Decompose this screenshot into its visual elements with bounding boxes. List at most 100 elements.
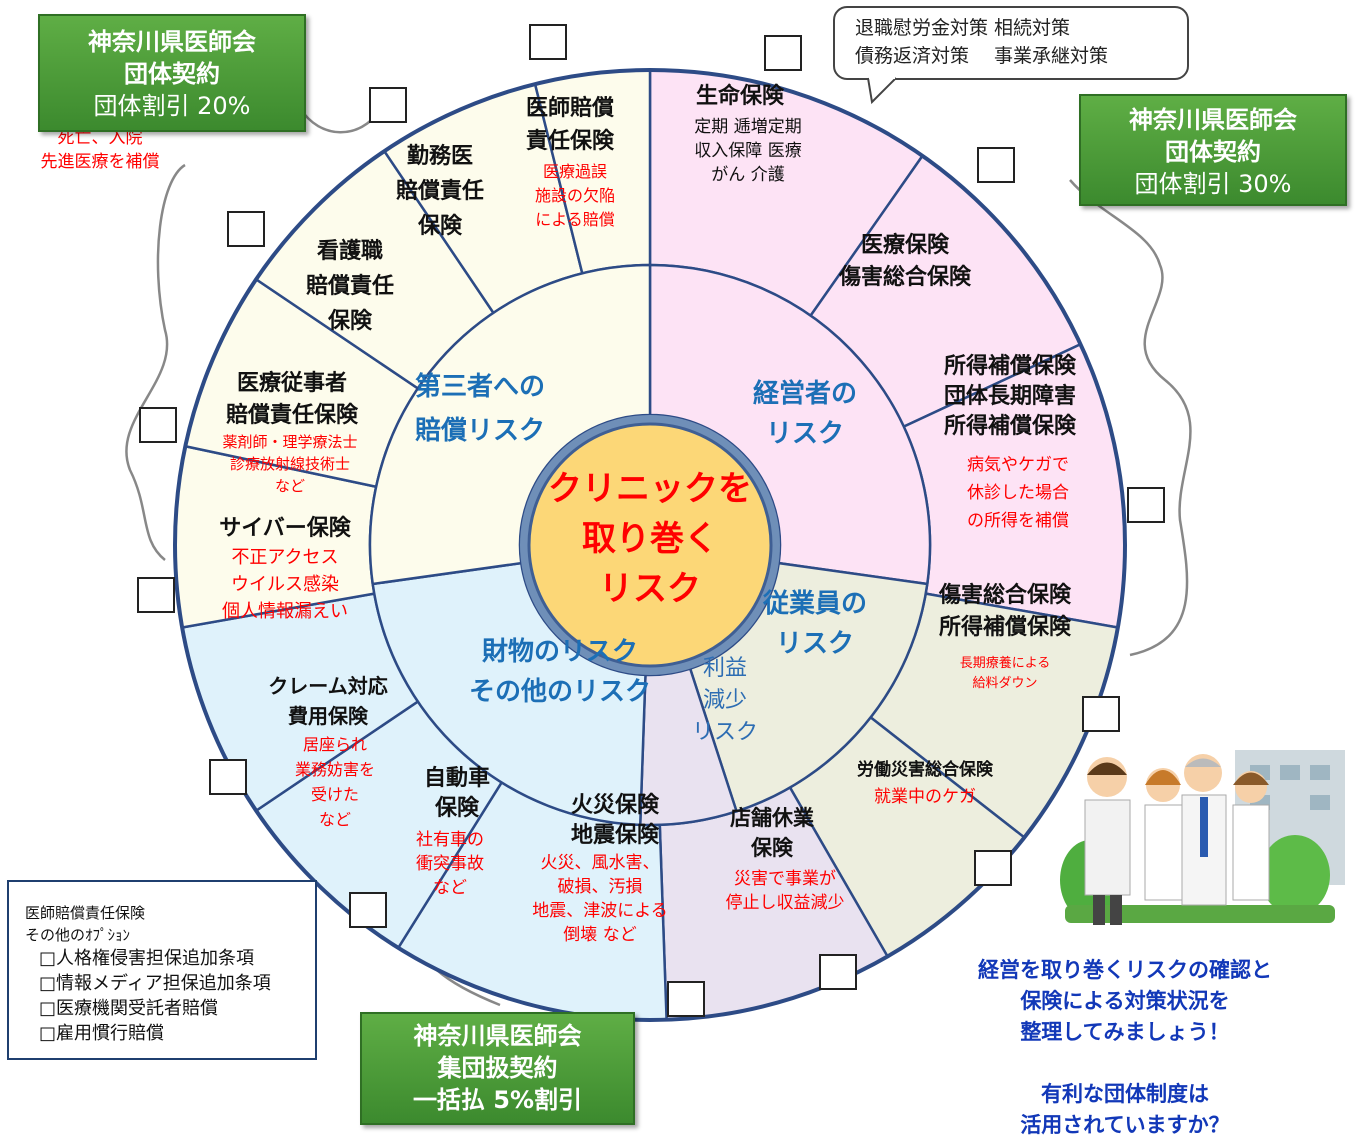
segment-detail-income: 病気やケガで [967,455,1069,475]
group-box-discount: 団体割引 30% [1134,170,1292,198]
segment-title-nurse: 保険 [327,309,373,334]
segment-title-income: 所得補償保険 [944,413,1077,439]
group-contract-box-top-right: 神奈川県医師会 団体契約 団体割引 30% [1079,94,1347,206]
segment-title-income: 所得補償保険 [944,353,1077,379]
segment-title-injury: 傷害総合保険 [938,582,1072,608]
checkbox-14[interactable] [667,981,705,1017]
segment-labels: クリニックを取り巻くリスク第三者への賠償リスク経営者のリスク従業員のリスク財物の… [41,83,1077,945]
segment-title-auto: 自動車 [424,765,490,791]
center-label: 取り巻く [582,519,718,559]
checkbox-7[interactable] [139,407,177,443]
segment-title-resident: 勤務医 [407,143,473,169]
options-box: 医師賠償責任保険 その他のｵﾌﾟｼｮﾝ □人格権侵害担保追加条項 □情報メディア… [7,880,317,1060]
group-box-line: 神奈川県医師会 [88,28,256,56]
option-item: □情報メディア担保追加条項 [39,973,271,994]
checkbox-13[interactable] [819,954,857,990]
center-label: リスク [599,569,701,609]
segment-title-fire: 火災保険 [571,793,660,818]
segment-detail-injury: 給料ダウン [972,676,1037,691]
segment-detail-fire: 破損、汚損 [558,877,643,897]
options-header: その他のｵﾌﾟｼｮﾝ [25,926,131,944]
succession-callout: 退職慰労金対策 相続対策 債務返済対策 事業承継対策 [833,6,1189,80]
callout-tail [867,76,897,105]
ring-label-third-party: 賠償リスク [415,416,545,446]
checkbox-9[interactable] [1082,696,1120,732]
checkboxes [137,24,1165,1017]
checkbox-1[interactable] [529,24,567,60]
segment-title-doctor: 医師賠償 [526,95,614,121]
segment-title-nurse: 看護職 [317,238,383,264]
segment-detail-income: の所得を補償 [967,511,1069,531]
segment-detail-life: 先進医療を補償 [41,152,160,172]
segment-title-medical: 傷害総合保険 [838,264,972,290]
checkbox-3[interactable] [369,87,407,123]
segment-title-closure: 保険 [750,836,794,860]
checkbox-5[interactable] [227,211,265,247]
center-label: クリニックを [548,469,752,509]
segment-detail-auto: 社有車の [416,830,484,850]
ring-label-employee: リスク [776,629,854,659]
checkbox-12[interactable] [349,892,387,928]
center-circle [527,422,773,668]
group-box-line: 集団扱契約 [437,1054,558,1082]
segment-title-auto: 保険 [434,796,480,821]
segment-title-resident: 賠償責任 [396,178,484,204]
segment-title-resident: 保険 [417,214,463,239]
segment-detail-closure: 停止し収益減少 [726,893,845,913]
group-box-line: 神奈川県医師会 [413,1022,582,1050]
risk-wheel [173,68,1127,1022]
segment-title-injury: 所得補償保険 [939,614,1072,640]
segment-detail-claim: など [319,810,351,829]
checkbox-8[interactable] [137,577,175,613]
group-box-discount: 一括払 5%割引 [412,1086,583,1114]
segment-detail-fire: 火災、風水害、 [541,853,660,873]
segment-title-doctor: 責任保険 [526,128,615,154]
segment-detail-doctor: 医療過誤 [543,162,607,181]
callout-line: 債務返済対策 事業承継対策 [855,45,1109,67]
ring-label-property: その他のリスク [469,677,651,707]
option-item: □医療機関受託者賠償 [39,998,219,1019]
checkbox-11[interactable] [974,850,1012,886]
segment-body-life: がん 介護 [711,165,784,185]
segment-body-life: 収入保障 医療 [694,141,801,161]
ring-label-management: 経営者の [753,378,857,409]
segment-title-life: 生命保険 [696,83,785,109]
group-box-line: 団体契約 [1165,138,1261,166]
segment-detail-life: 死亡、入院 [58,128,143,148]
ring-label-management: リスク [766,419,844,449]
group-box-line: 神奈川県医師会 [1129,106,1297,134]
segment-title-staff: 医療従事者 [237,370,347,396]
ring-label-profit: 減少 [703,688,747,713]
group-contract-box-bottom: 神奈川県医師会 集団扱契約 一括払 5%割引 [360,1012,635,1125]
segment-detail-fire: 倒壊 など [563,925,636,945]
checkbox-2[interactable] [764,35,802,71]
ring-label-employee: 従業員の [762,589,867,619]
checkbox-6[interactable] [1127,487,1165,523]
segment-title-claim: 費用保険 [288,704,369,728]
closing-line: 活用されていますか？ [1020,1113,1230,1137]
segment-title-medical: 医療保険 [861,232,950,258]
options-header: 医師賠償責任保険 [25,904,146,922]
segment-detail-injury: 長期療養による [960,655,1051,671]
segment-detail-claim: 業務妨害を [295,760,375,779]
segment-body-life: 定期 逓増定期 [694,117,801,137]
ring-label-property: 財物のリスク [482,637,638,667]
closing-line: 経営を取り巻くリスクの確認と [978,958,1272,982]
segment-detail-cyber: 個人情報漏えい [222,601,348,622]
group-contract-box-top-left: 神奈川県医師会 団体契約 団体割引 20% [38,14,306,132]
segment-detail-auto: 衝突事故 [416,854,484,874]
medical-staff-illustration [1060,750,1345,925]
checkbox-4[interactable] [977,147,1015,183]
checkbox-10[interactable] [209,759,247,795]
group-box-discount: 団体割引 20% [93,92,251,120]
segment-detail-claim: 居座られ [303,735,367,754]
segment-detail-cyber: ウイルス感染 [231,574,339,595]
segment-title-closure: 店舗休業 [730,806,815,830]
callout-line: 退職慰労金対策 相続対策 [855,17,1071,39]
segment-title-nurse: 賠償責任 [306,273,394,299]
segment-detail-closure: 災害で事業が [734,869,836,889]
ring-label-profit: リスク [692,720,758,745]
segment-detail-workers: 就業中のケガ [874,787,976,807]
segment-detail-doctor: 施設の欠陥 [535,186,615,205]
